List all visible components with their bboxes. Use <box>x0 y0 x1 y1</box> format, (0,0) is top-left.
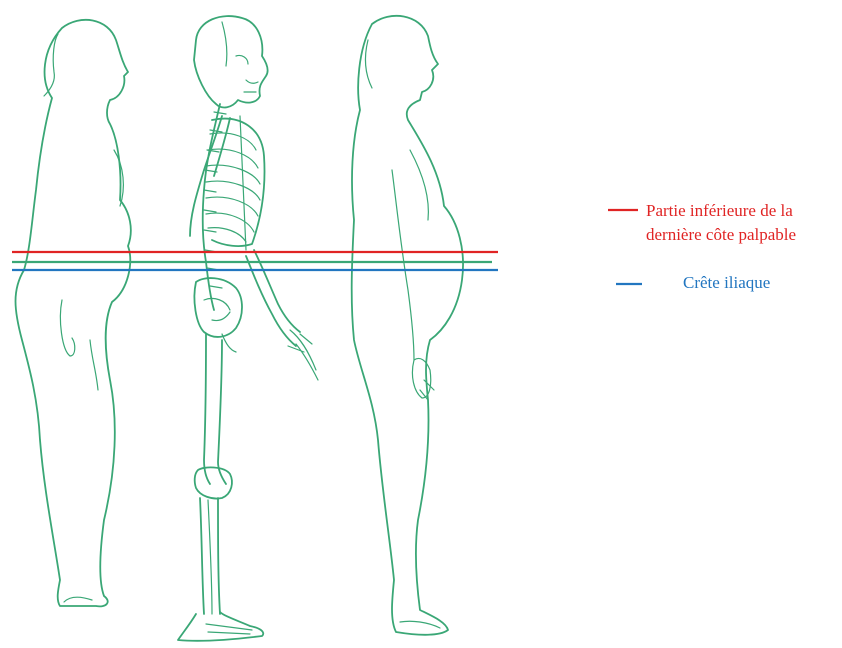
legend-iliac-label: Crête iliaque <box>683 273 770 292</box>
man-figure <box>352 16 463 635</box>
woman-figure <box>16 20 131 607</box>
legend: Partie inférieure de la dernière côte pa… <box>608 201 796 292</box>
skeleton-figure <box>178 16 318 641</box>
legend-rib-line2: dernière côte palpable <box>646 225 796 244</box>
legend-rib-line1: Partie inférieure de la <box>646 201 793 220</box>
